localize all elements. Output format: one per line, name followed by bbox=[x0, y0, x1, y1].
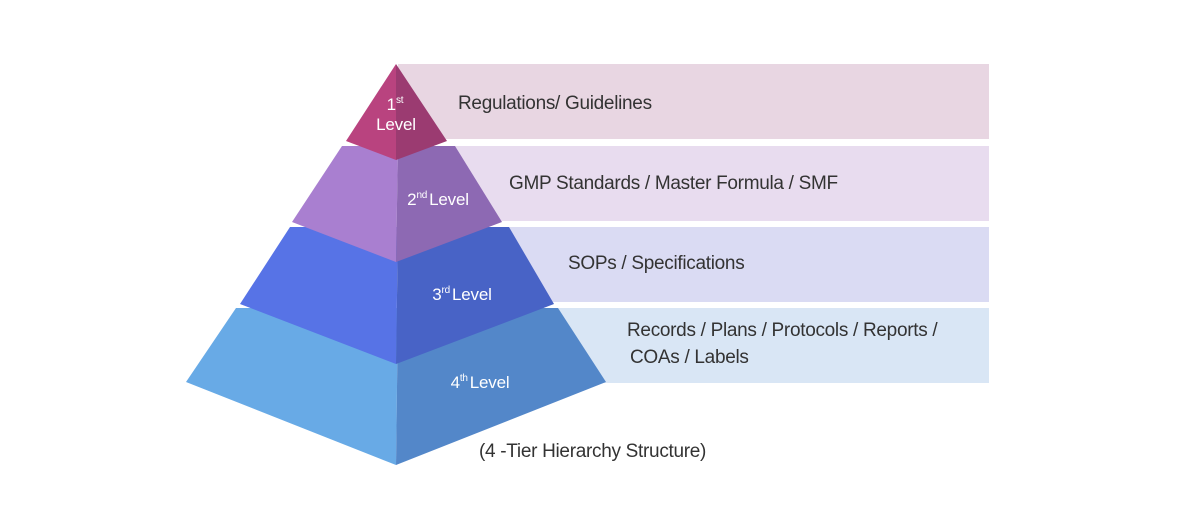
level-4-suffix: th bbox=[459, 373, 468, 384]
level-2-left-face bbox=[292, 146, 398, 262]
level-2-number: 2 bbox=[407, 190, 417, 209]
level-4-description: Records / Plans / Protocols / Reports / … bbox=[627, 320, 938, 368]
level-3-left-face bbox=[240, 227, 398, 364]
level-4-word: Level bbox=[469, 373, 510, 392]
level-1-number: 1 bbox=[386, 95, 396, 114]
level-1-description: Regulations/ Guidelines bbox=[458, 93, 652, 114]
level-1-label: 1st Level bbox=[366, 91, 426, 135]
level-3-suffix: rd bbox=[441, 285, 451, 296]
level-4-right-face bbox=[396, 308, 606, 465]
level-2-word: Level bbox=[429, 190, 469, 209]
level-2-band bbox=[398, 146, 989, 221]
level-1-word: Level bbox=[376, 115, 416, 134]
level-2-suffix: nd bbox=[416, 190, 428, 201]
level-3-description: SOPs / Specifications bbox=[568, 253, 745, 274]
diagram-caption: (4 -Tier Hierarchy Structure) bbox=[479, 441, 707, 462]
level-3-right-face bbox=[396, 227, 554, 364]
level-4-left-face bbox=[186, 308, 398, 465]
level-3-number: 3 bbox=[432, 285, 442, 304]
level-1-suffix: st bbox=[395, 95, 404, 106]
level-2-description: GMP Standards / Master Formula / SMF bbox=[509, 173, 838, 194]
level-1-right-face bbox=[396, 64, 447, 160]
level-3-word: Level bbox=[452, 285, 492, 304]
level-2-right-face bbox=[396, 146, 502, 262]
level-4-number: 4 bbox=[450, 373, 460, 392]
level-1-left-face bbox=[346, 64, 396, 160]
level-1-band bbox=[398, 64, 989, 139]
